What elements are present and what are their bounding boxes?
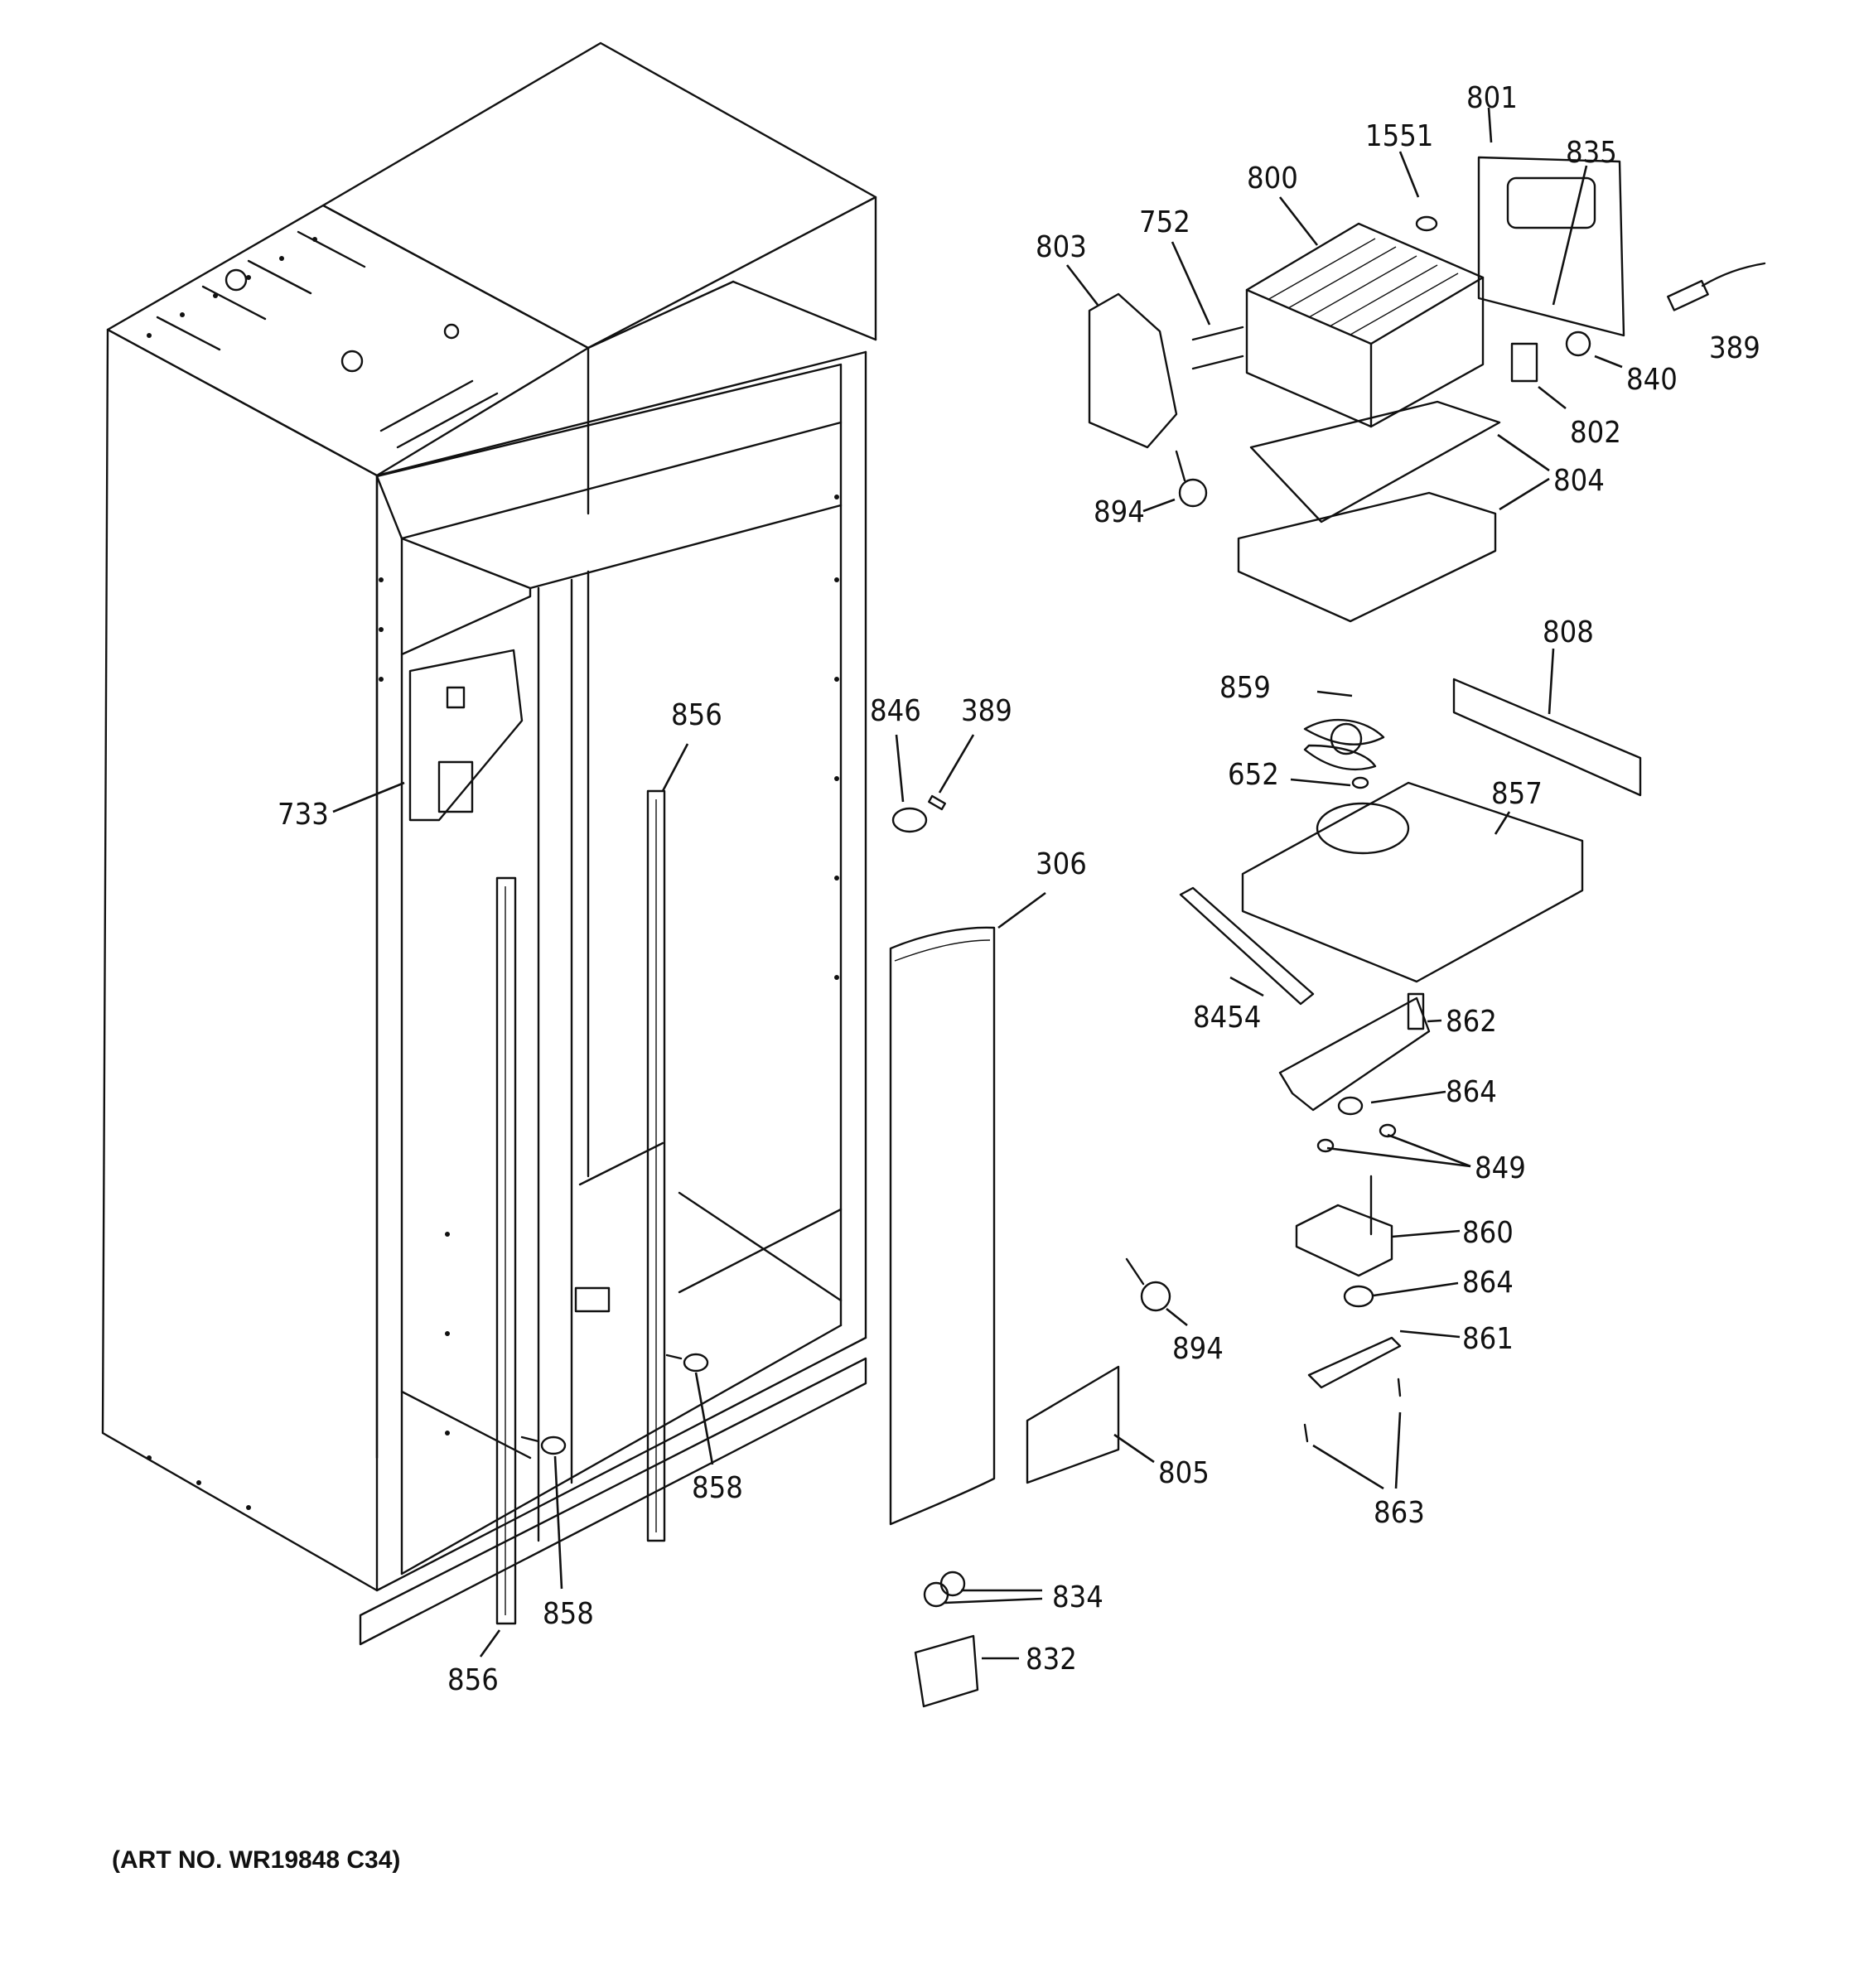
leader-lines [332, 107, 1623, 1660]
grommet-864-lower [1343, 1285, 1374, 1308]
label-835: 835 [1566, 136, 1617, 170]
label-894-lower: 894 [1172, 1332, 1224, 1366]
thermostat-894-lower [1125, 1257, 1171, 1312]
label-804: 804 [1553, 464, 1605, 498]
cover-803 [1088, 292, 1178, 449]
label-306: 306 [1036, 847, 1087, 881]
label-800: 800 [1247, 162, 1298, 195]
fuse-840 [1565, 331, 1591, 357]
label-752: 752 [1139, 205, 1190, 239]
bracket-832 [914, 1634, 979, 1708]
label-808: 808 [1543, 615, 1594, 649]
evaporator-800 [1245, 222, 1485, 428]
duct-cover-306 [889, 926, 996, 1526]
cover-801 [1477, 156, 1625, 337]
label-862: 862 [1446, 1005, 1497, 1039]
label-1551: 1551 [1365, 119, 1433, 153]
nut-652 [1351, 776, 1369, 789]
label-8454: 8454 [1193, 1001, 1261, 1035]
label-840: 840 [1626, 363, 1678, 397]
rail-856-left [495, 876, 517, 1625]
part-labels: 801 1551 835 800 752 803 389 840 802 804… [278, 81, 1760, 1697]
light-socket-846 [891, 807, 928, 833]
screw-858-left [520, 1436, 567, 1455]
cover-805 [1026, 1365, 1120, 1484]
bumpers-834 [923, 1571, 966, 1608]
bulb-389-small [928, 794, 946, 811]
label-864-lower: 864 [1462, 1266, 1514, 1300]
label-894-upper: 894 [1094, 495, 1145, 529]
heater-8454 [1179, 886, 1315, 1006]
label-856-upper: 856 [671, 698, 722, 732]
screw-1551 [1415, 215, 1438, 232]
label-801: 801 [1466, 81, 1518, 115]
label-389-lower: 389 [961, 694, 1012, 728]
label-849: 849 [1475, 1151, 1526, 1185]
label-857: 857 [1491, 777, 1543, 811]
label-856-lower: 856 [447, 1663, 499, 1697]
screw-858-right [665, 1353, 709, 1373]
label-846: 846 [870, 694, 921, 728]
label-803: 803 [1036, 230, 1087, 264]
label-864-upper: 864 [1446, 1075, 1497, 1109]
fan-motor-860 [1295, 1175, 1393, 1277]
part-802 [1510, 342, 1538, 383]
label-863: 863 [1374, 1496, 1425, 1530]
label-861: 861 [1462, 1322, 1514, 1356]
rail-856-right [646, 789, 666, 1542]
screws-863 [1303, 1378, 1402, 1443]
label-859: 859 [1219, 671, 1271, 705]
label-805: 805 [1158, 1456, 1210, 1490]
bracket-862 [1278, 992, 1431, 1112]
label-860: 860 [1462, 1216, 1514, 1250]
sensor-389-upper [1667, 262, 1766, 311]
deflector-808 [1452, 678, 1642, 797]
label-733: 733 [278, 798, 329, 832]
label-858-left: 858 [543, 1597, 594, 1631]
label-832: 832 [1026, 1643, 1077, 1677]
thermostat-894-upper [1175, 450, 1208, 508]
refrigerator-cabinet [101, 41, 877, 1646]
grommet-849 [1316, 1123, 1397, 1153]
fan-blade-859 [1303, 718, 1385, 771]
label-389-upper: 389 [1709, 331, 1760, 365]
label-834: 834 [1052, 1580, 1103, 1614]
bracket-861 [1307, 1336, 1402, 1389]
fan-shroud-857 [1241, 781, 1584, 983]
grommet-864-upper [1337, 1096, 1364, 1116]
label-802: 802 [1570, 416, 1621, 450]
pan-804 [1237, 400, 1501, 623]
label-652: 652 [1228, 758, 1279, 792]
label-858-right: 858 [692, 1471, 743, 1505]
art-number-caption: (ART NO. WR19848 C34) [112, 1846, 400, 1874]
heater-752 [1191, 326, 1244, 370]
